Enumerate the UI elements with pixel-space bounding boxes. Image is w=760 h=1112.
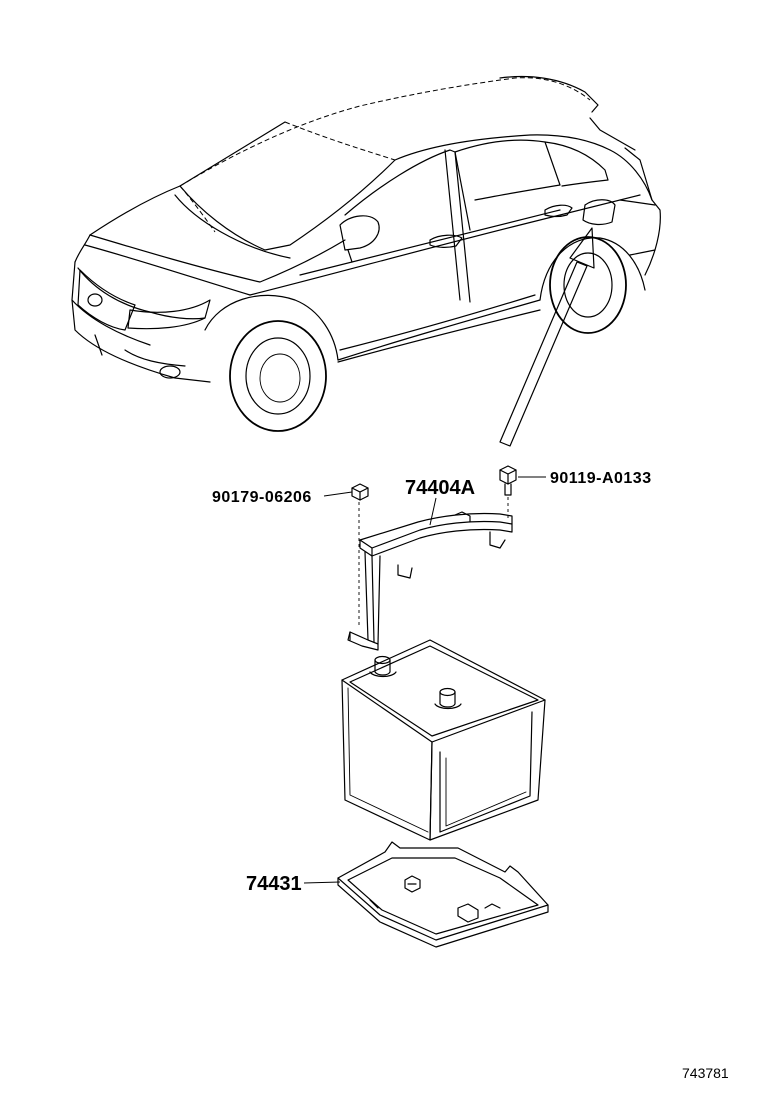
callout-battery-tray: 74431 (246, 873, 302, 895)
callout-bolt: 90119-A0133 (550, 470, 652, 487)
leader-clamp (429, 497, 437, 526)
bolt (499, 465, 517, 520)
leader-battery-tray (303, 881, 341, 884)
battery (341, 639, 546, 841)
location-arrow (499, 227, 595, 447)
battery-tray (337, 841, 549, 948)
hold-down-nut (351, 483, 369, 628)
leader-hold-down-nut (323, 491, 353, 497)
battery-clamp (347, 511, 513, 651)
callout-hold-down-nut: 90179-06206 (212, 489, 312, 506)
callout-clamp: 74404A (405, 477, 475, 499)
vehicle-illustration (71, 75, 661, 432)
diagram-reference-number: 743781 (682, 1065, 729, 1081)
